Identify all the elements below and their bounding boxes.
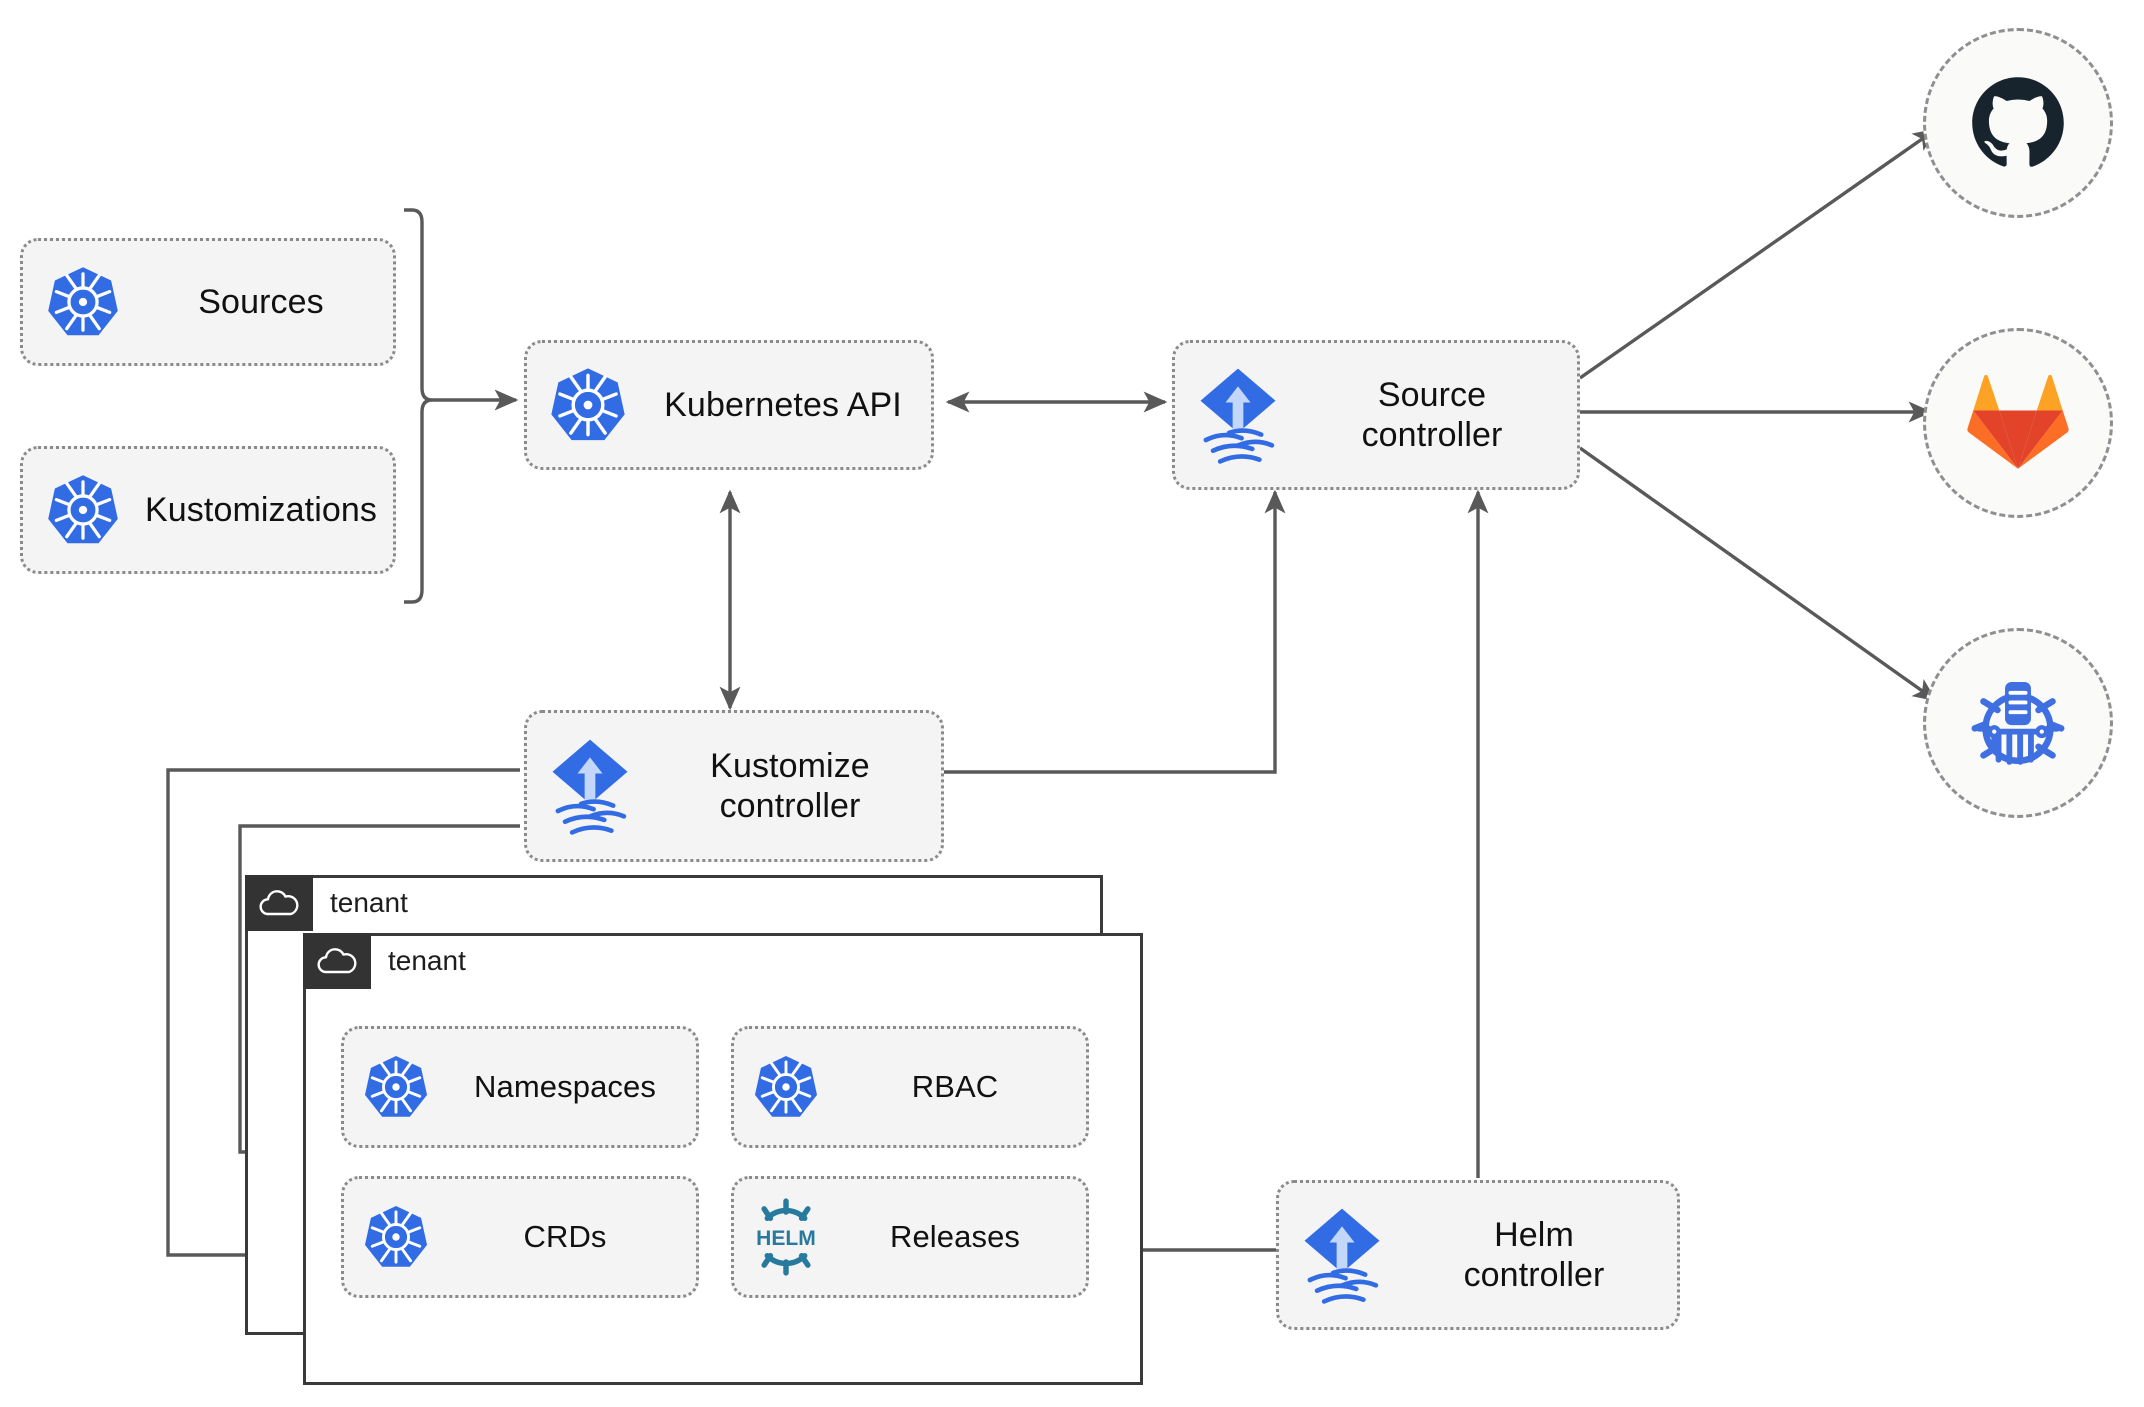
kubernetes-icon [344, 1054, 448, 1120]
node-source-controller-label: Source controller [1361, 375, 1503, 454]
wire-source-to-bucket [1579, 446, 1937, 702]
node-sources-label: Sources [198, 282, 324, 321]
provider-bucket[interactable] [1923, 628, 2113, 818]
wire-source-to-github [1579, 128, 1937, 380]
kubernetes-icon [344, 1204, 448, 1270]
kubernetes-icon [734, 1054, 838, 1120]
node-kustomize-controller[interactable]: Kustomize controller [524, 710, 944, 862]
node-releases-label: Releases [889, 1218, 1021, 1254]
kubernetes-icon [23, 473, 143, 547]
bucket-icon [1964, 669, 2072, 777]
wire-kustomize-to-source [944, 489, 1286, 774]
node-kustomizations-label: Kustomizations [145, 490, 377, 529]
cloud-icon [257, 888, 301, 918]
kubernetes-icon [527, 366, 649, 444]
node-crds[interactable]: CRDs [341, 1176, 699, 1298]
helm-icon: HELM [734, 1198, 838, 1276]
node-sources[interactable]: Sources [20, 238, 396, 366]
tenant-front-frame[interactable]: tenant Namespaces [303, 933, 1143, 1385]
flux-icon [527, 736, 653, 836]
wire-resources-brace [404, 208, 433, 604]
github-icon [1966, 71, 2070, 175]
node-kustomize-controller-label: Kustomize controller [710, 746, 870, 825]
tenant-front-tab [303, 933, 371, 989]
node-crds-label: CRDs [523, 1218, 607, 1254]
tenant-back-label: tenant [330, 887, 408, 918]
node-rbac[interactable]: RBAC [731, 1026, 1089, 1148]
provider-github[interactable] [1923, 28, 2113, 218]
node-rbac-label: RBAC [911, 1068, 999, 1104]
tenant-front-label: tenant [388, 945, 466, 976]
gitlab-icon [1966, 373, 2070, 473]
node-source-controller[interactable]: Source controller [1172, 340, 1580, 490]
tenant-back-tab [245, 875, 313, 931]
node-kubernetes-api-label: Kubernetes API [664, 385, 902, 424]
cloud-icon [315, 946, 359, 976]
flux-icon [1175, 365, 1301, 465]
node-helm-controller[interactable]: Helm controller [1276, 1180, 1680, 1330]
flux-icon [1279, 1205, 1405, 1305]
node-namespaces[interactable]: Namespaces [341, 1026, 699, 1148]
kubernetes-icon [23, 265, 143, 339]
node-kubernetes-api[interactable]: Kubernetes API [524, 340, 934, 470]
node-helm-controller-label: Helm controller [1463, 1215, 1605, 1294]
node-kustomizations[interactable]: Kustomizations [20, 446, 396, 574]
provider-gitlab[interactable] [1923, 328, 2113, 518]
svg-text:HELM: HELM [756, 1227, 816, 1250]
node-releases[interactable]: HELM Releases [731, 1176, 1089, 1298]
node-namespaces-label: Namespaces [474, 1068, 656, 1104]
